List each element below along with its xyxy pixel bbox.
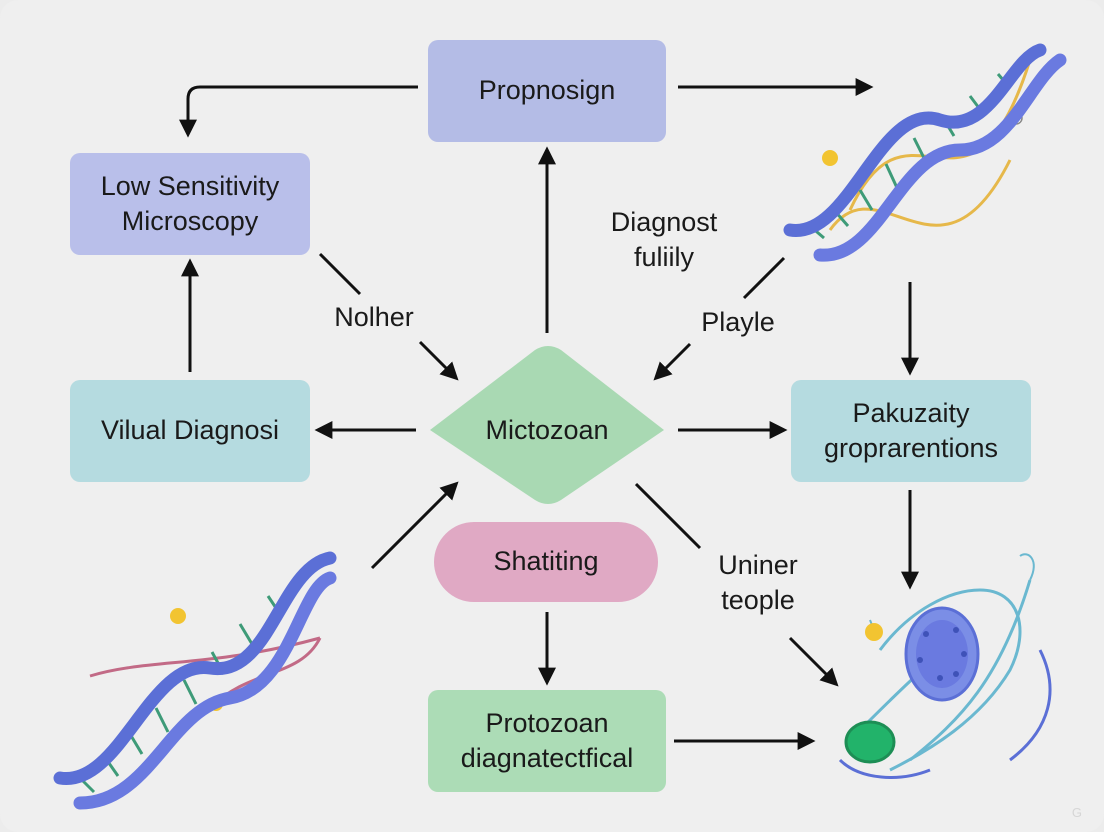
edge-label-playle-text: Playle: [701, 307, 775, 337]
shatiting-pill: [434, 522, 658, 602]
vilual-box: [70, 380, 310, 482]
arrows: [179, 78, 919, 750]
arrow-propnosign-to-low: [179, 85, 418, 138]
dna-helix-icon: [53, 551, 337, 810]
edge-label-diagnost: Diagnost fuliily: [586, 205, 742, 275]
mictozoan-diamond: [430, 346, 664, 504]
node-low-sensitivity-line1: Low Sensitivity: [100, 170, 280, 201]
watermark: G: [1071, 805, 1082, 820]
node-propnosign: Propnosign: [428, 40, 666, 142]
edge-label-uniner-line1: Uniner: [718, 550, 798, 580]
node-protozoan-line2: diagnatectfical: [460, 743, 634, 773]
arrow-mictozoan-to-uniner: [634, 482, 702, 550]
node-vilual: Vilual Diagnosi: [70, 380, 310, 482]
node-protozoan: Protozoan diagnatectfical: [428, 690, 666, 792]
edge-label-diagnost-line1: Diagnost: [610, 207, 718, 237]
protozoan-box: [428, 690, 666, 792]
edge-label-playle: Playle: [684, 305, 792, 340]
pakuzaity-box: [791, 380, 1031, 482]
edge-label-nolher: Nolher: [318, 300, 430, 335]
node-shatiting-label: Shatiting: [493, 546, 599, 577]
edge-label-uniner: Uniner teople: [700, 548, 816, 618]
arrow-playle-to-mictozoan: [653, 342, 692, 381]
arrow-nolher-to-mictozoan: [418, 340, 459, 381]
node-low-sensitivity-line2: Microscopy: [121, 206, 259, 236]
node-vilual-label: Vilual Diagnosi: [100, 415, 280, 446]
edge-label-diagnost-line2: fuliily: [633, 242, 694, 273]
edge-label-nolher-text: Nolher: [334, 302, 414, 332]
low-sensitivity-box: [70, 153, 310, 255]
protozoan-cell-icon: [838, 553, 1052, 779]
node-protozoan-line1: Protozoan: [485, 707, 609, 738]
arrow-nolher-top: [318, 252, 362, 296]
arrow-playle-top: [742, 256, 786, 300]
dna-helix-icon: [783, 43, 1067, 262]
node-pakuzaity-line1: Pakuzaity: [852, 397, 970, 428]
node-shatiting: Shatiting: [434, 522, 658, 602]
node-mictozoan: Mictozoan: [430, 380, 664, 482]
node-pakuzaity-line2: groprarentions: [823, 433, 999, 463]
arrow-uniner-to-cell: [788, 636, 839, 687]
node-mictozoan-label: Mictozoan: [485, 415, 609, 446]
node-low-sensitivity: Low Sensitivity Microscopy: [70, 153, 310, 255]
node-pakuzaity: Pakuzaity groprarentions: [791, 380, 1031, 482]
propnosign-box: [428, 40, 666, 142]
node-propnosign-label: Propnosign: [478, 75, 616, 106]
edge-label-uniner-line2: teople: [721, 585, 795, 616]
arrow-dna-to-mictozoan: [370, 481, 459, 570]
